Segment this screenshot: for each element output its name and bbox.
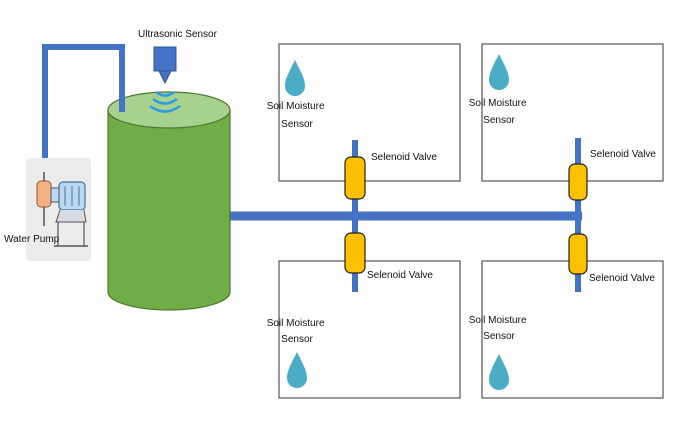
- field-plot-top-right: [481, 43, 664, 182]
- soil-moisture-label-bottom-right: Soil Moisture Sensor: [469, 315, 530, 342]
- water-pump-icon: [26, 158, 91, 261]
- selenoid-valve-label-top-right: Selenoid Valve: [590, 149, 656, 160]
- inlet-pipe: [42, 44, 125, 185]
- water-tank: [107, 91, 231, 311]
- soil-moisture-label-top-left: Soil Moisture Sensor: [267, 101, 328, 130]
- solenoid-valve-top-left: [344, 156, 366, 200]
- ultrasonic-sensor-icon: [149, 46, 181, 113]
- water-drop-icon: [287, 352, 307, 388]
- solenoid-valve-bottom-left: [344, 232, 366, 274]
- water-drop-icon: [285, 60, 305, 96]
- selenoid-valve-label-top-left: Selenoid Valve: [371, 152, 437, 163]
- field-plot-top-left: [278, 43, 461, 182]
- water-pump-label: Water Pump: [4, 234, 60, 245]
- selenoid-valve-label-bottom-left: Selenoid Valve: [367, 270, 433, 281]
- soil-moisture-label-top-right: Soil Moisture Sensor: [469, 98, 530, 126]
- solenoid-valve-bottom-right: [568, 233, 588, 275]
- solenoid-valve-top-right: [568, 163, 588, 201]
- field-plot-bottom-left: [278, 260, 461, 399]
- water-drop-icon: [489, 354, 509, 390]
- selenoid-valve-label-bottom-right: Selenoid Valve: [589, 273, 655, 284]
- ultrasonic-sensor-label: Ultrasonic Sensor: [138, 29, 218, 40]
- water-drop-icon: [489, 54, 509, 90]
- soil-moisture-label-bottom-left: Soil Moisture Sensor: [267, 318, 328, 345]
